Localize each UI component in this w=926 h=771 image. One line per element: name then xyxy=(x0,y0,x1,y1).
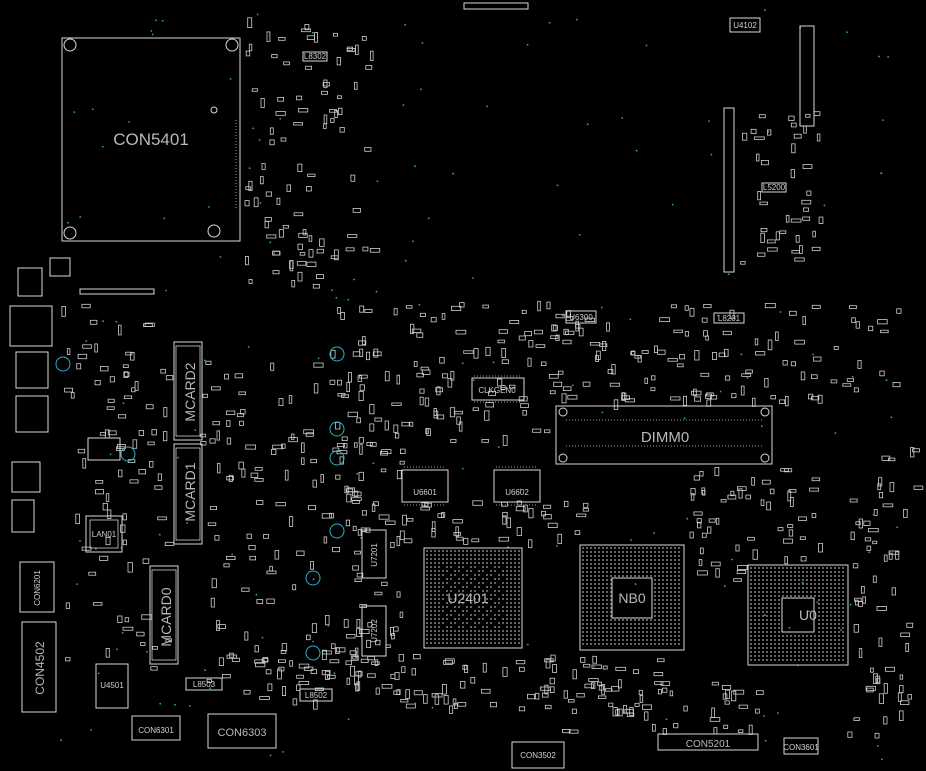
con4502-label: CON4502 xyxy=(33,641,47,695)
con3502-label: CON3502 xyxy=(520,751,556,760)
u6300-label: U6300 xyxy=(569,313,593,322)
con3502-footprint[interactable]: CON3502 xyxy=(511,741,565,769)
u0-ball-grid xyxy=(750,567,844,661)
l8302-footprint[interactable]: L8302 xyxy=(302,51,328,62)
header-left-strip[interactable] xyxy=(79,288,155,295)
u0-footprint[interactable]: U0 xyxy=(747,564,849,666)
con6201-footprint[interactable]: CON6201 xyxy=(19,561,55,613)
mcard2-footprint[interactable]: MCARD2 xyxy=(173,341,203,441)
con6301-label: CON6301 xyxy=(138,726,174,735)
header-top-center[interactable] xyxy=(463,2,529,10)
clkgen0-label: CLKGEN0 xyxy=(478,386,516,395)
u4501-footprint[interactable]: U4501 xyxy=(95,663,129,709)
u6300-footprint[interactable]: U6300 xyxy=(565,310,597,324)
u6602-footprint[interactable]: U6602 xyxy=(493,466,541,506)
l8201-footprint[interactable]: L8201 xyxy=(713,312,745,324)
con6303-footprint[interactable]: CON6303 xyxy=(207,713,277,749)
u6601-footprint[interactable]: U6601 xyxy=(401,466,449,506)
small-parts-layer xyxy=(60,9,924,761)
u2401-footprint[interactable]: U2401 xyxy=(423,547,523,649)
u2401-ball-grid xyxy=(426,550,520,644)
mounting-holes xyxy=(55,346,345,661)
u4102-footprint[interactable]: U4102 xyxy=(729,17,761,33)
con6303-label: CON6303 xyxy=(218,727,267,739)
header-right-long[interactable] xyxy=(723,107,735,273)
con4502-footprint[interactable]: CON4502 xyxy=(21,621,57,713)
con5401-label: CON5401 xyxy=(113,130,189,149)
left-jacks xyxy=(9,257,121,533)
con6201-label: CON6201 xyxy=(33,570,42,606)
con6301-footprint[interactable]: CON6301 xyxy=(131,715,181,741)
dimm0-label: DIMM0 xyxy=(641,429,689,446)
u7202-label: U7202 xyxy=(370,619,379,643)
con5401-footprint[interactable]: CON5401 xyxy=(61,37,241,242)
nb0-footprint[interactable]: NB0 xyxy=(579,544,685,651)
u0-label: U0 xyxy=(799,607,817,623)
u7202-footprint[interactable]: U7202 xyxy=(361,605,387,657)
l8201-label: L8201 xyxy=(718,314,741,323)
mcard1-footprint[interactable]: MCARD1 xyxy=(173,443,203,545)
dimm0-footprint[interactable]: DIMM0 xyxy=(555,405,773,465)
con3601-footprint[interactable]: CON3601 xyxy=(783,737,819,755)
nb0-label: NB0 xyxy=(618,590,645,606)
u7201-label: U7201 xyxy=(370,543,379,567)
nb0-ball-grid xyxy=(582,547,680,645)
header-top-right[interactable] xyxy=(799,25,815,127)
mcard1-label: MCARD1 xyxy=(182,462,198,521)
u7201-footprint[interactable]: U7201 xyxy=(361,529,387,579)
u6601-label: U6601 xyxy=(413,488,437,497)
mcard0-footprint[interactable]: MCARD0 xyxy=(149,565,179,665)
l8302-label: L8302 xyxy=(304,52,327,61)
l8503-label: L8503 xyxy=(193,680,216,689)
con5201-footprint[interactable]: CON5201 xyxy=(657,733,759,751)
l8502-label: L8502 xyxy=(305,691,328,700)
mcard2-label: MCARD2 xyxy=(182,362,198,421)
lan01-footprint[interactable]: LAN01 xyxy=(85,515,123,553)
con3601-label: CON3601 xyxy=(783,743,819,752)
l5200-footprint[interactable]: L5200 xyxy=(761,182,787,193)
u6602-label: U6602 xyxy=(505,488,529,497)
u4501-label: U4501 xyxy=(100,681,124,690)
lan01-label: LAN01 xyxy=(92,530,117,539)
l5200-label: L5200 xyxy=(763,183,786,192)
u4102-label: U4102 xyxy=(733,21,757,30)
clkgen0-footprint[interactable]: CLKGEN0 xyxy=(471,375,525,403)
l8502-footprint[interactable]: L8502 xyxy=(299,688,333,702)
con5201-label: CON5201 xyxy=(686,739,731,750)
mcard0-label: MCARD0 xyxy=(158,587,174,646)
l8503-footprint[interactable]: L8503 xyxy=(185,677,223,691)
u2401-label: U2401 xyxy=(447,590,488,606)
